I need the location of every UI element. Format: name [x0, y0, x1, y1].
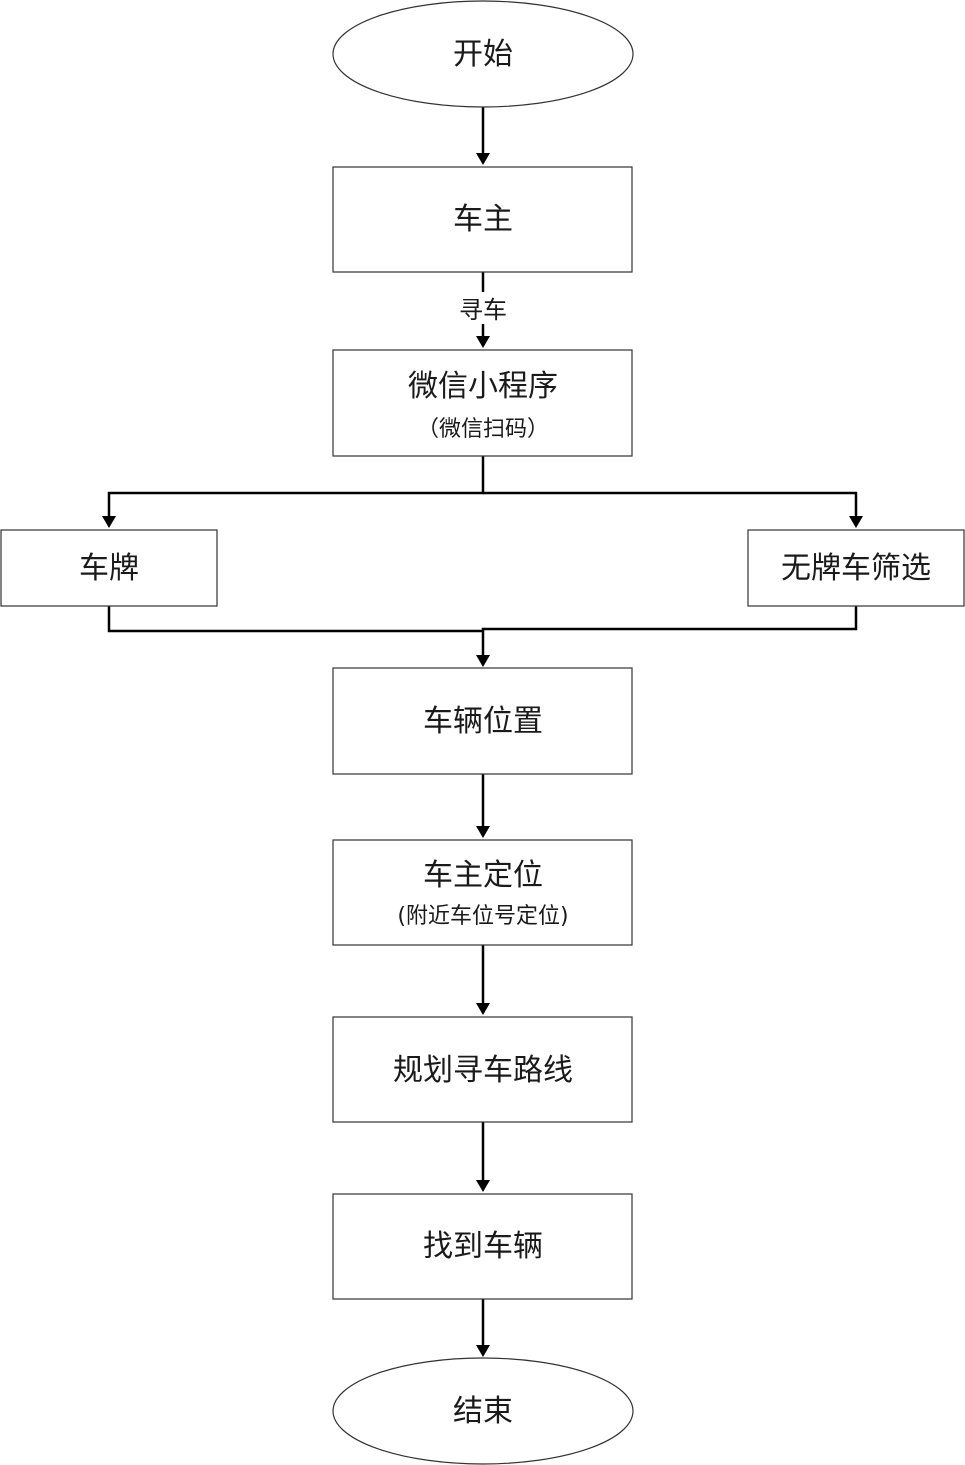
vehicle-position-box — [332, 667, 633, 775]
miniprogram-box — [332, 349, 633, 457]
vehicle-position-label: 车辆位置 — [423, 704, 543, 739]
edge-no-plate-to-vehicle-position — [476, 606, 858, 667]
owner-label: 车主 — [453, 202, 513, 237]
found-label: 找到车辆 — [423, 1229, 543, 1264]
miniprogram-sub-label: （微信扫码） — [417, 417, 549, 442]
owner-box — [332, 166, 633, 273]
edge-miniprogram-to-no-plate — [483, 491, 863, 528]
node-vehicle-position: 车辆位置 — [332, 667, 633, 775]
plate-label: 车牌 — [79, 551, 139, 586]
owner-locate-label: 车主定位 — [423, 858, 543, 893]
no-plate-box — [747, 529, 965, 607]
node-end: 结束 — [332, 1357, 634, 1465]
plate-box — [0, 529, 218, 607]
node-route: 规划寻车路线 — [332, 1016, 633, 1123]
node-start: 开始 — [332, 0, 634, 108]
found-box — [332, 1193, 633, 1300]
owner-locate-sub-label: (附近车位号定位) — [397, 904, 568, 929]
start-label: 开始 — [453, 37, 513, 72]
node-plate: 车牌 — [0, 529, 218, 607]
edge-label-search-car: 寻车 — [459, 296, 507, 324]
node-owner: 车主 — [332, 166, 633, 273]
node-miniprogram: 微信小程序 （微信扫码） — [332, 349, 633, 457]
edge-plate-to-vehicle-position — [107, 606, 483, 633]
no-plate-label: 无牌车筛选 — [781, 551, 931, 586]
route-label: 规划寻车路线 — [393, 1053, 573, 1088]
end-terminal-shape — [332, 1357, 634, 1465]
owner-locate-box — [332, 839, 633, 946]
start-terminal-shape — [332, 0, 634, 108]
node-owner-locate: 车主定位 (附近车位号定位) — [332, 839, 633, 946]
edges: 寻车 — [102, 107, 863, 1357]
node-no-plate: 无牌车筛选 — [747, 529, 965, 607]
node-found: 找到车辆 — [332, 1193, 633, 1300]
route-box — [332, 1016, 633, 1123]
end-label: 结束 — [453, 1394, 513, 1429]
edge-miniprogram-to-plate — [102, 456, 485, 528]
miniprogram-label: 微信小程序 — [408, 369, 558, 404]
